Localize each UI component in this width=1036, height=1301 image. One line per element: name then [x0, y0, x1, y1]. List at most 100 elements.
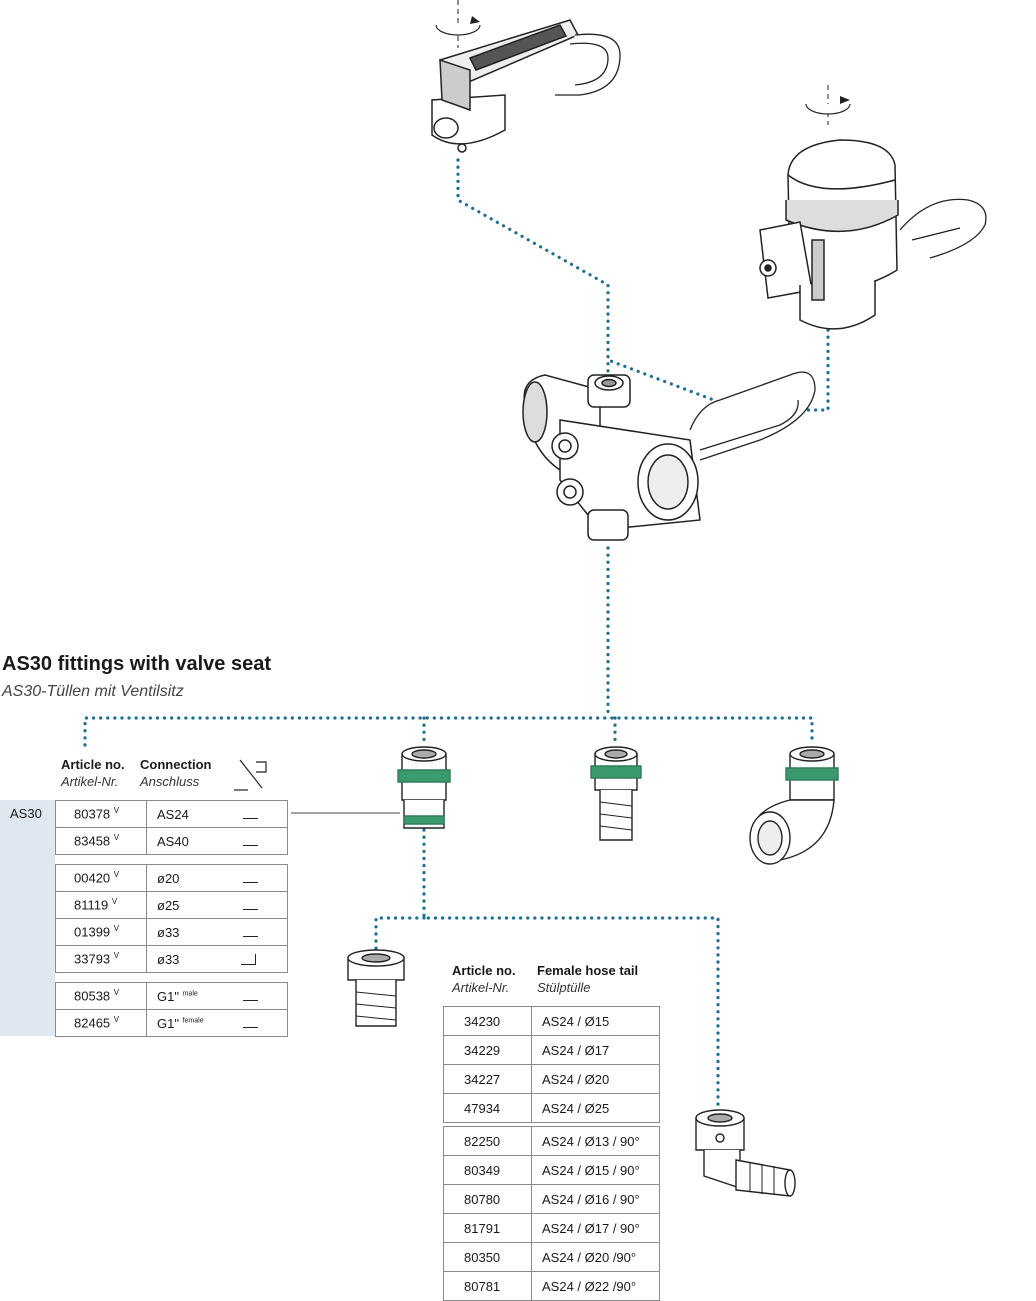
group-label: AS30: [10, 806, 42, 821]
table2-header-article: Article no. Artikel-Nr.: [452, 962, 516, 996]
straight-connection-icon: [243, 882, 258, 883]
hose-tail-description: AS24 / Ø20 /90°: [531, 1242, 660, 1272]
header2-article-de: Artikel-Nr.: [452, 980, 510, 995]
connection-value: AS24: [157, 806, 189, 822]
article-number: 80350: [443, 1242, 532, 1272]
connection-value: ø25: [157, 897, 180, 913]
connection-value: ø20: [157, 870, 180, 886]
as30-fitting-elbow-drawing: [749, 746, 839, 865]
symbol-cell: [235, 864, 288, 892]
article-number: 80781: [443, 1271, 532, 1301]
header2-hose-en: Female hose tail: [537, 963, 639, 978]
connection-suffix: male: [182, 990, 198, 998]
symbol-cell: [235, 827, 288, 855]
table2-header-hose: Female hose tail Stülptülle: [537, 962, 638, 996]
hose-tail-description: AS24 / Ø17: [531, 1035, 660, 1065]
as30-fitting-straight-drawing: [397, 746, 451, 829]
angled-connection-icon: [241, 954, 256, 965]
connection-value: G1": [157, 988, 179, 1004]
as30-fitting-hose-drawing: [590, 746, 642, 841]
article-cell: 80378 V: [55, 800, 147, 828]
article-number: 81791: [443, 1213, 532, 1243]
article-number: 82250: [443, 1126, 532, 1156]
connection-cell: G1" male: [146, 982, 235, 1010]
header-article-en: Article no.: [61, 757, 125, 772]
connection-cell: ø33: [146, 945, 235, 973]
article-number: 80378: [74, 806, 111, 822]
hose-tail-description: AS24 / Ø13 / 90°: [531, 1126, 660, 1156]
connection-cell: ø25: [146, 891, 235, 919]
article-mark: V: [113, 833, 120, 843]
article-number: 81119: [74, 897, 109, 913]
article-mark: V: [113, 988, 120, 998]
table1-header-article: Article no. Artikel-Nr.: [61, 756, 125, 790]
symbol-cell: [235, 800, 288, 828]
table1-header-connection: Connection Anschluss: [140, 756, 212, 790]
connection-cell: ø33: [146, 918, 235, 946]
article-cell: 01399 V: [55, 918, 147, 946]
connection-cell: G1" female: [146, 1009, 235, 1037]
dotted-line-lever-to-body: [456, 158, 610, 374]
hose-tail-description: AS24 / Ø20: [531, 1064, 660, 1094]
header-connection-en: Connection: [140, 757, 212, 772]
connection-value: ø33: [157, 924, 180, 940]
article-number: 01399: [74, 924, 111, 940]
article-number: 34229: [443, 1035, 532, 1065]
page-title: AS30 fittings with valve seat: [2, 653, 271, 675]
straight-connection-icon: [243, 1000, 258, 1001]
hose-tail-description: AS24 / Ø16 / 90°: [531, 1184, 660, 1214]
dotted-line-rail: [83, 716, 814, 747]
hose-tail-description: AS24 / Ø15 / 90°: [531, 1155, 660, 1185]
lever-handle-drawing: [431, 0, 621, 153]
hose-tail-description: AS24 / Ø22 /90°: [531, 1271, 660, 1301]
hose-tail-description: AS24 / Ø25: [531, 1093, 660, 1123]
article-cell: 81119 V: [55, 891, 147, 919]
table-row: 80378 V AS24: [55, 800, 288, 828]
article-mark: V: [113, 924, 120, 934]
connection-value: AS40: [157, 833, 189, 849]
article-number: 33793: [74, 951, 111, 967]
header-article-de: Artikel-Nr.: [61, 774, 119, 789]
article-mark: V: [113, 951, 120, 961]
table-row: 83458 V AS40: [55, 827, 288, 855]
article-number: 80780: [443, 1184, 532, 1214]
article-number: 80349: [443, 1155, 532, 1185]
article-mark: V: [113, 1015, 120, 1025]
connection-value: ø33: [157, 951, 180, 967]
dotted-line-rail-drops: [422, 716, 617, 744]
article-cell: 83458 V: [55, 827, 147, 855]
table-row: 81119 V ø25: [55, 891, 288, 919]
as30-table-group-1: 80378 V AS24 83458 V AS40: [55, 800, 288, 855]
article-number: 34230: [443, 1006, 532, 1036]
symbol-cell: [235, 891, 288, 919]
article-number: 83458: [74, 833, 111, 849]
straight-connection-icon: [243, 1027, 258, 1028]
article-mark: V: [113, 870, 120, 880]
hose-tail-description: AS24 / Ø17 / 90°: [531, 1213, 660, 1243]
hose-tail-elbow-drawing: [695, 1109, 796, 1197]
article-cell: 00420 V: [55, 864, 147, 892]
header2-hose-de: Stülptülle: [537, 980, 591, 995]
article-number: 00420: [74, 870, 111, 886]
straight-connection-icon: [243, 845, 258, 846]
symbol-cell: [235, 945, 288, 973]
electric-actuator-drawing: [759, 85, 987, 330]
connection-cell: AS40: [146, 827, 235, 855]
hose-tail-description: AS24 / Ø15: [531, 1006, 660, 1036]
straight-connection-icon: [243, 818, 258, 819]
